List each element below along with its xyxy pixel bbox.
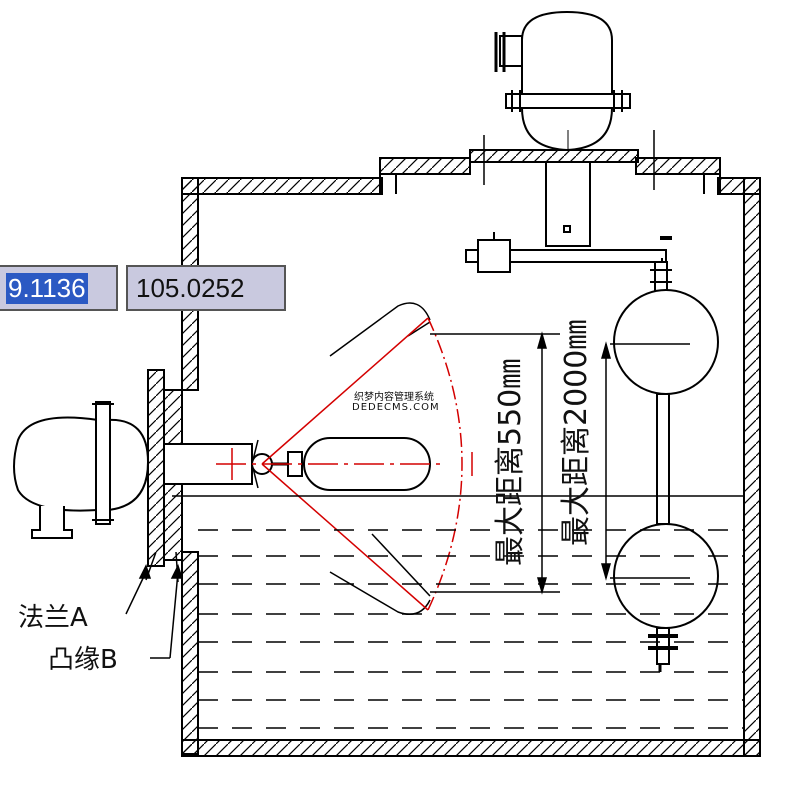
flange-leaders bbox=[125, 564, 184, 659]
x-coordinate-value: 9.1136 bbox=[6, 272, 88, 304]
top-cover-plate bbox=[469, 130, 655, 190]
y-coordinate-input[interactable]: 105.0252 bbox=[126, 265, 286, 311]
swing-range-arc bbox=[216, 317, 473, 611]
side-flange-assembly bbox=[145, 369, 253, 583]
dimension-2000 bbox=[601, 341, 611, 581]
label-max-distance-550: 最大距离550㎜ bbox=[493, 359, 528, 566]
watermark-line2: DEDECMS.COM bbox=[352, 402, 440, 413]
lever-arm bbox=[465, 232, 672, 290]
float-ghost-positions bbox=[329, 302, 431, 615]
vertical-float-assembly bbox=[610, 261, 719, 672]
top-switch-housing bbox=[494, 10, 631, 247]
dimension-550 bbox=[430, 331, 560, 595]
x-coordinate-input[interactable]: 9.1136 bbox=[0, 265, 118, 311]
side-switch-housing bbox=[13, 401, 150, 539]
tank-walls bbox=[181, 157, 761, 757]
liquid-level-lines bbox=[172, 495, 744, 729]
label-boss-b: 凸缘B bbox=[48, 645, 118, 675]
y-coordinate-value: 105.0252 bbox=[136, 272, 245, 303]
label-flange-a: 法兰A bbox=[18, 603, 88, 633]
watermark-line1: 织梦内容管理系统 bbox=[354, 392, 434, 403]
label-max-distance-2000: 最大距离2000㎜ bbox=[559, 320, 594, 546]
